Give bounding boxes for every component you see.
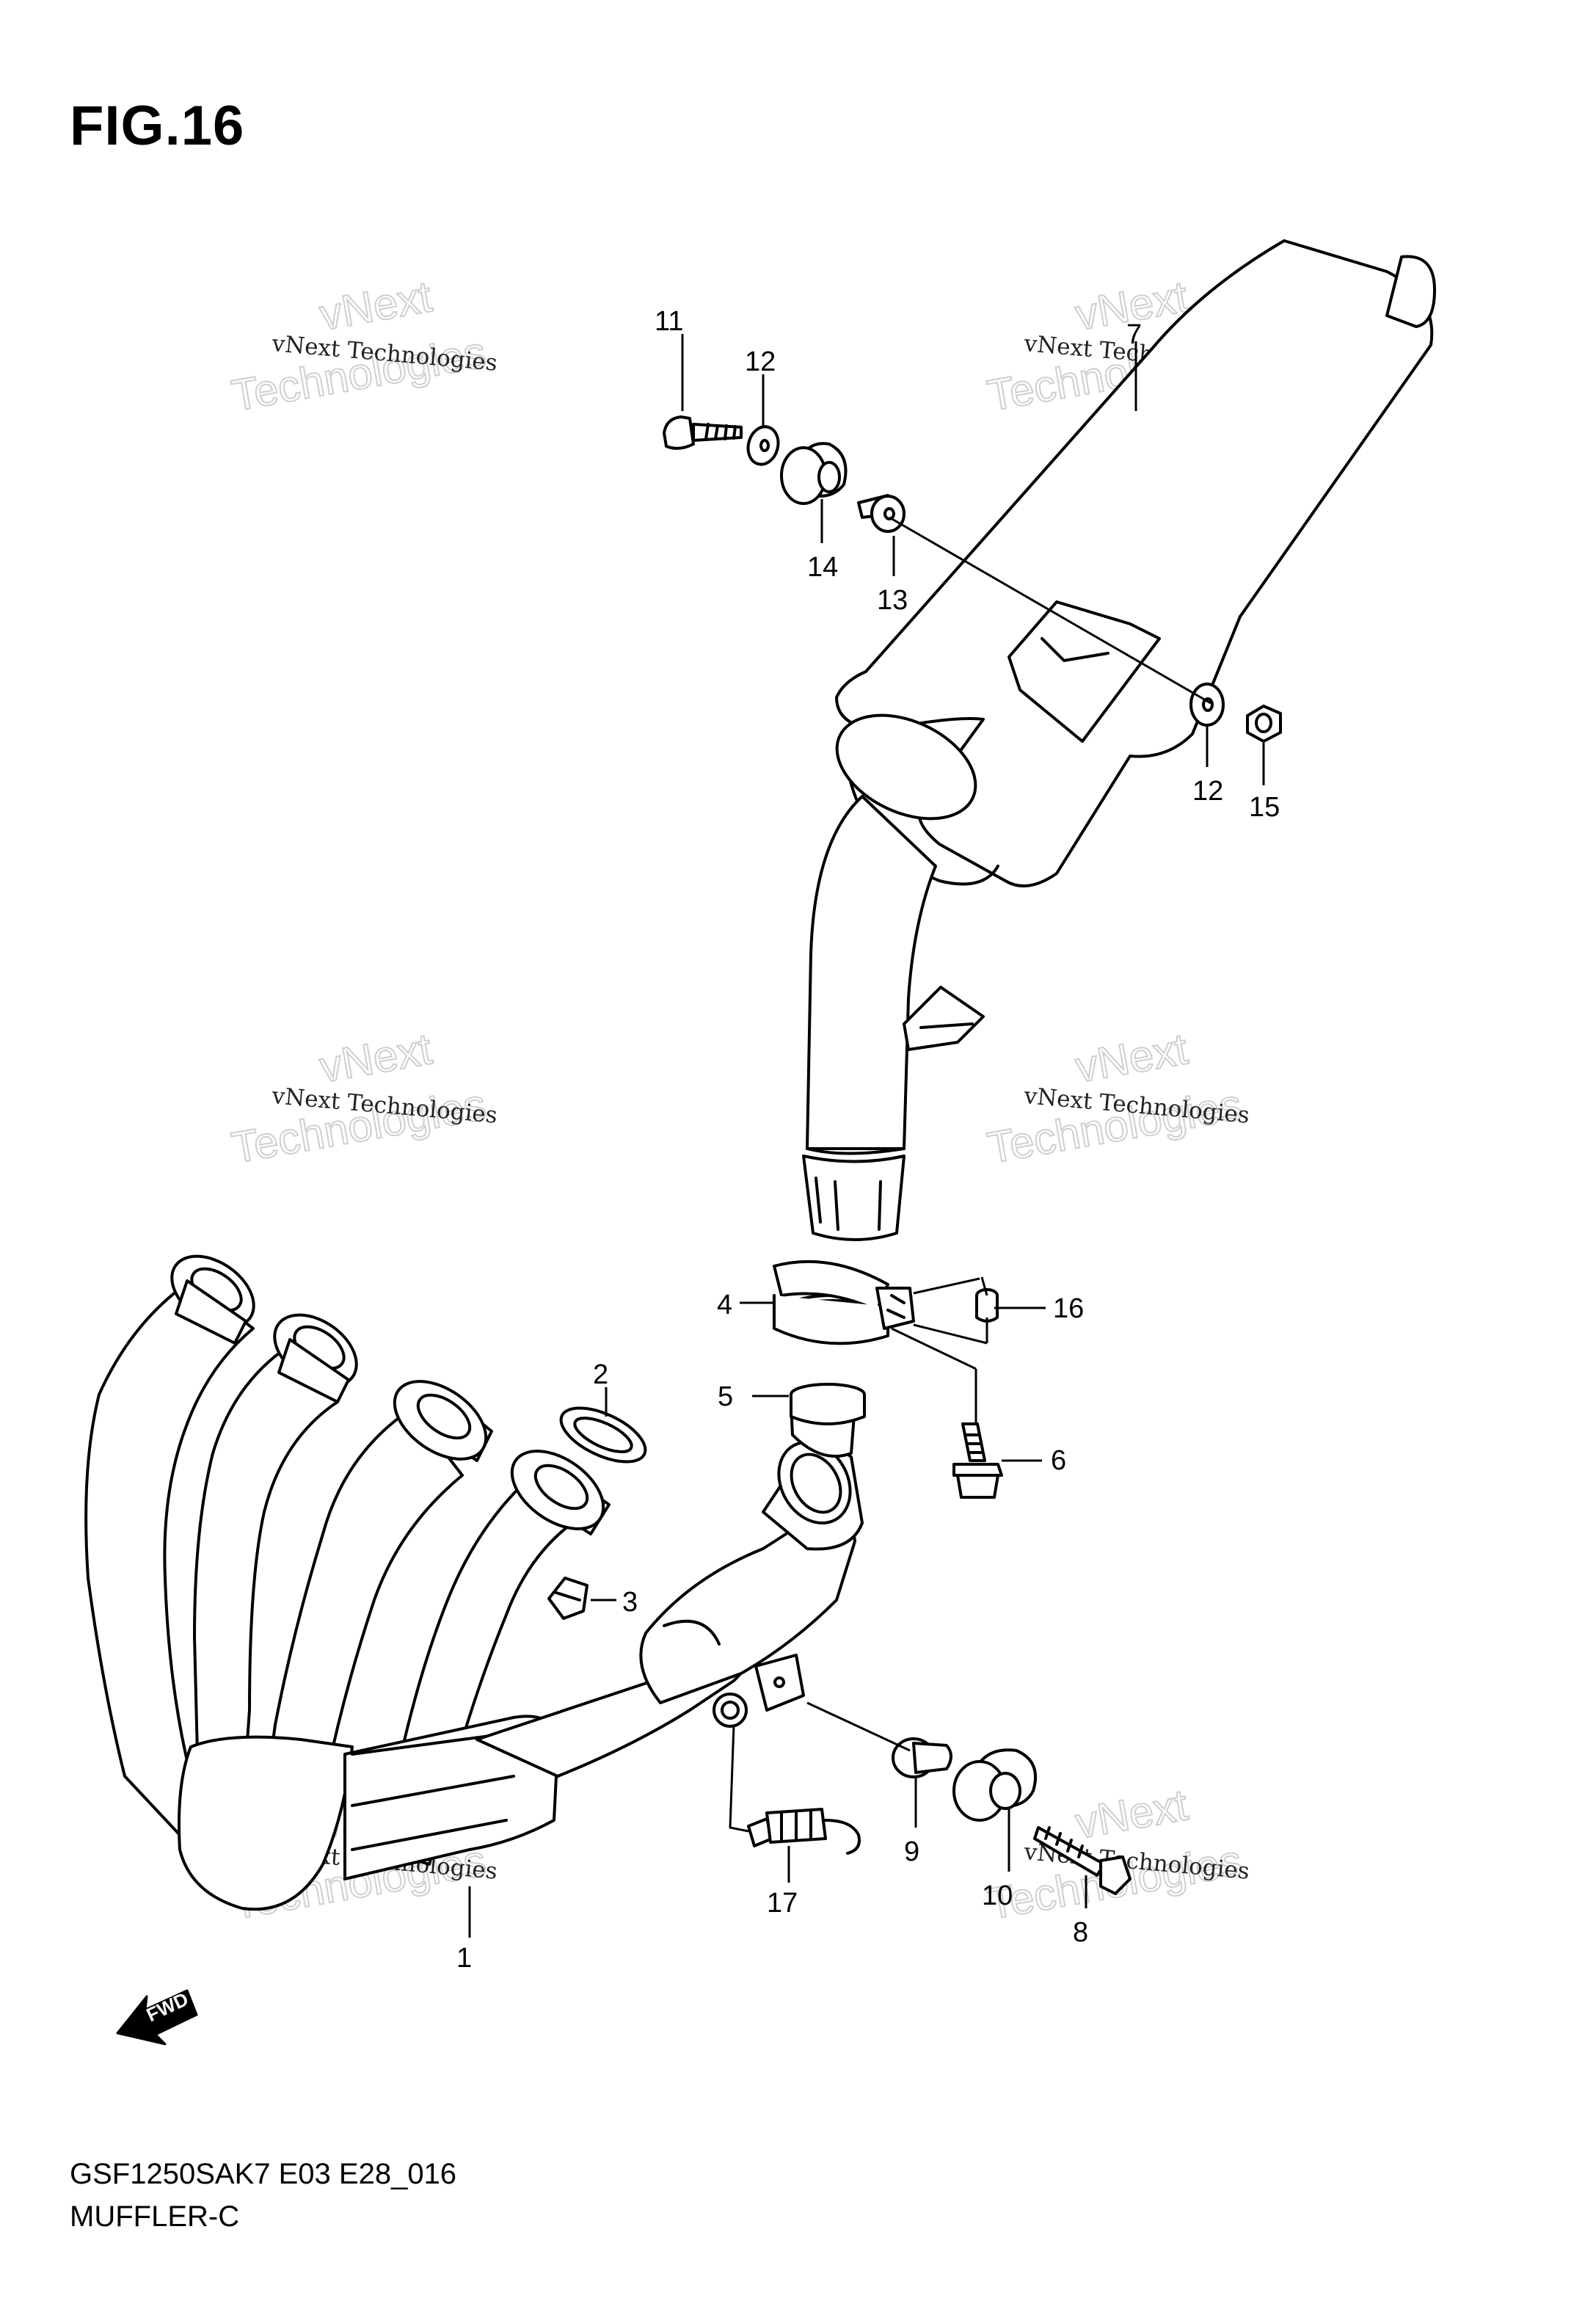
watermark-top-left: vNext Technologies vNext Technologies xyxy=(227,271,499,421)
figure-title: FIG.16 xyxy=(70,95,245,157)
oxygen-sensor xyxy=(747,1808,861,1855)
bolt-8 xyxy=(1033,1826,1132,1895)
watermark-big-top: vNext xyxy=(1072,1780,1192,1848)
callout-11: 11 xyxy=(655,306,683,337)
nut xyxy=(547,1577,589,1620)
forward-direction-arrow: FWD xyxy=(116,1988,198,2046)
grommet-upper xyxy=(780,442,848,505)
leader-lines xyxy=(468,334,1265,1938)
clamp xyxy=(773,1259,915,1345)
callout-12-top: 12 xyxy=(745,346,776,377)
callout-8: 8 xyxy=(1073,1917,1088,1948)
muffler-link-pipe xyxy=(802,795,985,1241)
callout-12-right: 12 xyxy=(1192,776,1223,807)
exhaust-header-pipes xyxy=(84,1279,864,1911)
callout-7: 7 xyxy=(1126,319,1142,350)
collar-washer-lower xyxy=(892,1737,952,1778)
watermark-big-top: vNext xyxy=(1072,1024,1192,1092)
watermark-big-top: vNext xyxy=(316,272,436,340)
sleeve xyxy=(790,1383,866,1425)
washer-upper xyxy=(746,425,780,466)
callout-16: 16 xyxy=(1053,1293,1084,1324)
watermark-mid-right: vNext Technologies vNext Technologies xyxy=(983,1023,1251,1174)
callout-9: 9 xyxy=(904,1836,919,1867)
callout-10: 10 xyxy=(982,1880,1013,1911)
callout-2: 2 xyxy=(593,1359,608,1390)
callout-3: 3 xyxy=(622,1587,638,1618)
nut-right xyxy=(1246,705,1282,743)
callout-4: 4 xyxy=(717,1290,732,1320)
gasket xyxy=(559,1406,647,1464)
collar-washer-upper xyxy=(857,494,906,533)
grommet-lower xyxy=(952,1748,1038,1822)
bolt-11 xyxy=(663,415,743,450)
callout-6: 6 xyxy=(1051,1445,1066,1476)
callout-14: 14 xyxy=(807,552,838,583)
washer-right xyxy=(1189,683,1225,727)
callout-13: 13 xyxy=(877,585,908,616)
section-name: MUFFLER-C xyxy=(70,2200,240,2233)
header-pipe-ends xyxy=(170,1254,611,1535)
callout-labels: 11 12 14 13 7 12 15 4 16 5 6 2 3 1 9 10 … xyxy=(456,306,1280,1974)
callout-1: 1 xyxy=(456,1943,472,1974)
callout-17: 17 xyxy=(767,1888,798,1919)
watermark-big-top: vNext xyxy=(316,1024,436,1092)
bolt-6 xyxy=(952,1422,1003,1499)
callout-5: 5 xyxy=(718,1381,733,1412)
model-code: GSF1250SAK7 E03 E28_016 xyxy=(70,2158,457,2190)
callout-15: 15 xyxy=(1249,792,1280,823)
watermark-mid-left: vNext Technologies vNext Technologies xyxy=(227,1023,499,1174)
collar xyxy=(975,1288,999,1323)
